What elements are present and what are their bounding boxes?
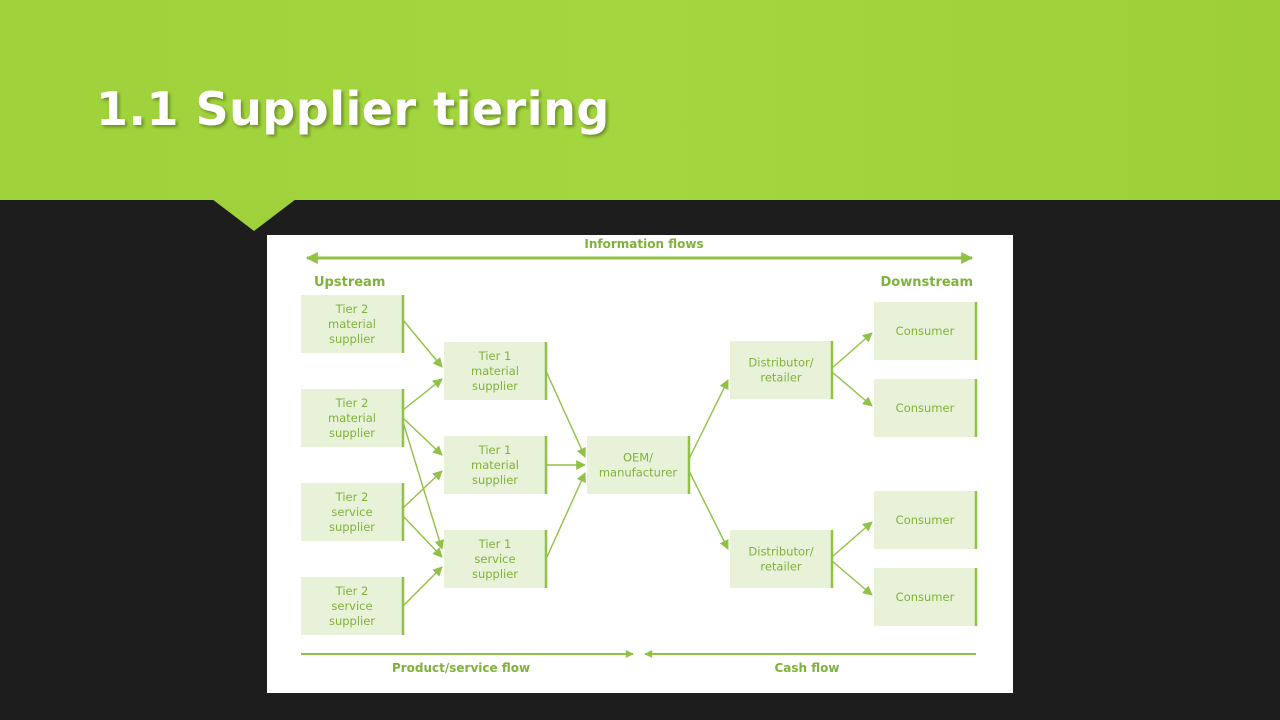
distributor-retailer-box-label-line: retailer: [760, 371, 802, 385]
consumer-box-label-line: Consumer: [896, 513, 955, 527]
flow-arrow: [831, 521, 873, 558]
banner-notch: [212, 199, 296, 231]
tier2-supplier-box-label-line: material: [328, 411, 376, 425]
consumer-box: Consumer: [874, 491, 978, 549]
flow-arrow: [831, 371, 873, 407]
tier2-supplier-box-label-line: Tier 2: [335, 396, 369, 410]
information-flows-label: Information flows: [584, 237, 703, 251]
consumer-box: Consumer: [874, 568, 978, 626]
oem-manufacturer-box: OEM/manufacturer: [587, 436, 691, 494]
tier1-supplier-box-label-line: supplier: [472, 379, 518, 393]
tier2-supplier-box-label-line: Tier 2: [335, 302, 369, 316]
tier1-supplier-box-label-line: supplier: [472, 567, 518, 581]
flow-arrow: [402, 417, 443, 456]
consumer-box: Consumer: [874, 379, 978, 437]
distributor-retailer-box: Distributor/retailer: [730, 341, 834, 399]
slide-title: 1.1 Supplier tiering: [96, 82, 610, 136]
distributor-retailer-box: Distributor/retailer: [730, 530, 834, 588]
tier2-supplier-box-label-line: material: [328, 317, 376, 331]
flow-arrow: [545, 370, 586, 458]
upstream-label: Upstream: [314, 275, 385, 290]
tier2-supplier-box-label-line: supplier: [329, 614, 375, 628]
oem-manufacturer-box-label-line: manufacturer: [599, 466, 678, 480]
consumer-box-label-line: Consumer: [896, 324, 955, 338]
downstream-label: Downstream: [881, 275, 974, 290]
tier2-supplier-box-label-line: supplier: [329, 332, 375, 346]
tier1-supplier-box-label-line: Tier 1: [478, 349, 512, 363]
consumer-box-label-line: Consumer: [896, 401, 955, 415]
tier1-supplier-box-label-line: Tier 1: [478, 443, 512, 457]
distributor-retailer-box-label-line: Distributor/: [748, 356, 813, 370]
tier2-supplier-box-label-line: Tier 2: [335, 490, 369, 504]
tier1-supplier-box-label-line: Tier 1: [478, 537, 512, 551]
flow-arrow: [402, 421, 445, 550]
tier1-supplier-box-label-line: material: [471, 458, 519, 472]
flow-arrow: [402, 319, 443, 368]
supply-chain-diagram: Information flows Upstream Downstream Ti…: [267, 235, 1013, 693]
flow-arrow: [831, 332, 873, 369]
flow-arrow: [402, 470, 443, 509]
flow-arrow: [545, 472, 586, 560]
tier2-supplier-box-label-line: supplier: [329, 426, 375, 440]
flow-arrow: [688, 470, 729, 550]
product-service-flow-label: Product/service flow: [392, 661, 530, 675]
flow-arrow: [402, 515, 443, 558]
cash-flow-label: Cash flow: [775, 661, 840, 675]
tier1-supplier-box-label-line: supplier: [472, 473, 518, 487]
tier1-supplier-box-label-line: service: [474, 552, 515, 566]
title-banner: [0, 0, 1280, 200]
distributor-retailer-box-label-line: retailer: [760, 560, 802, 574]
consumer-box: Consumer: [874, 302, 978, 360]
tier2-supplier-box-label-line: service: [331, 599, 372, 613]
flow-arrow: [688, 379, 729, 460]
consumer-box-label-line: Consumer: [896, 590, 955, 604]
flow-arrow: [831, 560, 873, 596]
distributor-retailer-box-label-line: Distributor/: [748, 545, 813, 559]
flow-arrow: [402, 378, 443, 411]
tier2-supplier-box-label-line: Tier 2: [335, 584, 369, 598]
oem-manufacturer-box-label-line: OEM/: [623, 451, 653, 465]
tier1-supplier-box-label-line: material: [471, 364, 519, 378]
flow-arrow: [402, 566, 443, 607]
tier2-supplier-box-label-line: supplier: [329, 520, 375, 534]
tier2-supplier-box-label-line: service: [331, 505, 372, 519]
